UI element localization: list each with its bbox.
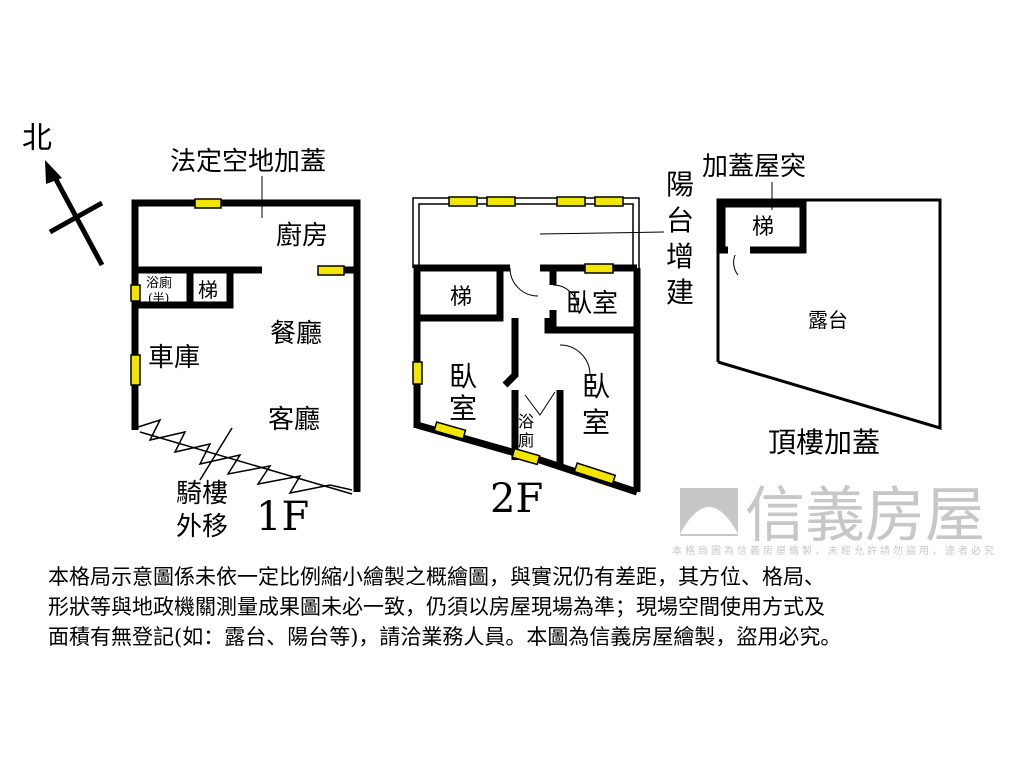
room2-bedroom-right-2: 室 — [582, 406, 610, 439]
room2-bath-1: 浴 — [518, 412, 534, 431]
watermark-brand: 信義房屋 — [745, 481, 985, 551]
roof-annex-label: 加蓋屋突 — [702, 152, 806, 182]
room2-stairs: 梯 — [450, 285, 472, 310]
room2-bath-2: 廁 — [518, 431, 534, 450]
roof-terrace: 露台 — [808, 308, 848, 332]
arcade-label-1: 騎樓 — [176, 479, 228, 509]
disclaimer-line-3: 面積有無登記(如：露台、陽台等)，請洽業務人員。本圖為信義房屋繪製，盜用必究。 — [48, 625, 842, 649]
disclaimer-line-1: 本格局示意圖係未依一定比例縮小繪製之概繪圖，與實況仍有差距，其方位、格局、 — [48, 565, 825, 589]
watermark: 信義房屋 本格局圖為信義房屋繪製，未經允許請勿盜用，違者必究 — [672, 481, 997, 557]
floor2-title: 2F — [490, 476, 543, 522]
arcade-label-2: 外移 — [176, 512, 228, 542]
floor1-arcade-boundary — [134, 418, 353, 495]
room-kitchen: 廚房 — [276, 221, 328, 251]
roof-title: 頂樓加蓋 — [768, 426, 880, 459]
room2-bedroom-left-2: 室 — [449, 392, 477, 425]
watermark-logo-icon — [680, 488, 738, 536]
disclaimer-line-2: 形狀等與地政機關測量成果圖未必一致，仍須以房屋現場為準；現場空間使用方式及 — [48, 595, 825, 619]
watermark-notice: 本格局圖為信義房屋繪製，未經允許請勿盜用，違者必究 — [672, 544, 997, 557]
balcony-leader-line — [539, 231, 665, 235]
north-arrow-icon — [45, 160, 105, 267]
room2-bedroom-top: 臥室 — [566, 289, 618, 319]
room-bath-note: (半) — [148, 291, 169, 305]
balcony-label-1: 陽 — [666, 168, 694, 201]
floor2-balcony-outline — [412, 197, 640, 268]
room-bath: 浴廁 — [146, 275, 172, 291]
room-stairs: 梯 — [198, 278, 218, 302]
roof-door-gap — [728, 246, 750, 255]
room-dining: 餐廳 — [270, 319, 322, 349]
floor2-doors — [509, 267, 591, 416]
floor1-walls — [131, 199, 361, 492]
balcony-label-2: 台 — [666, 204, 694, 237]
room-garage: 車庫 — [148, 343, 200, 373]
floor1-title: 1F — [256, 494, 309, 540]
room-living: 客廳 — [268, 405, 320, 435]
compass-label: 北 — [22, 121, 52, 156]
annex-label: 法定空地加蓋 — [170, 147, 326, 177]
room2-bedroom-right-1: 臥 — [582, 370, 610, 403]
roof-stairs: 梯 — [752, 215, 774, 240]
room2-bedroom-left-1: 臥 — [449, 360, 477, 393]
balcony-label-4: 建 — [666, 276, 694, 309]
balcony-label-3: 增 — [666, 240, 694, 273]
floor2-windows — [412, 196, 624, 485]
floor1-windows — [130, 198, 345, 386]
